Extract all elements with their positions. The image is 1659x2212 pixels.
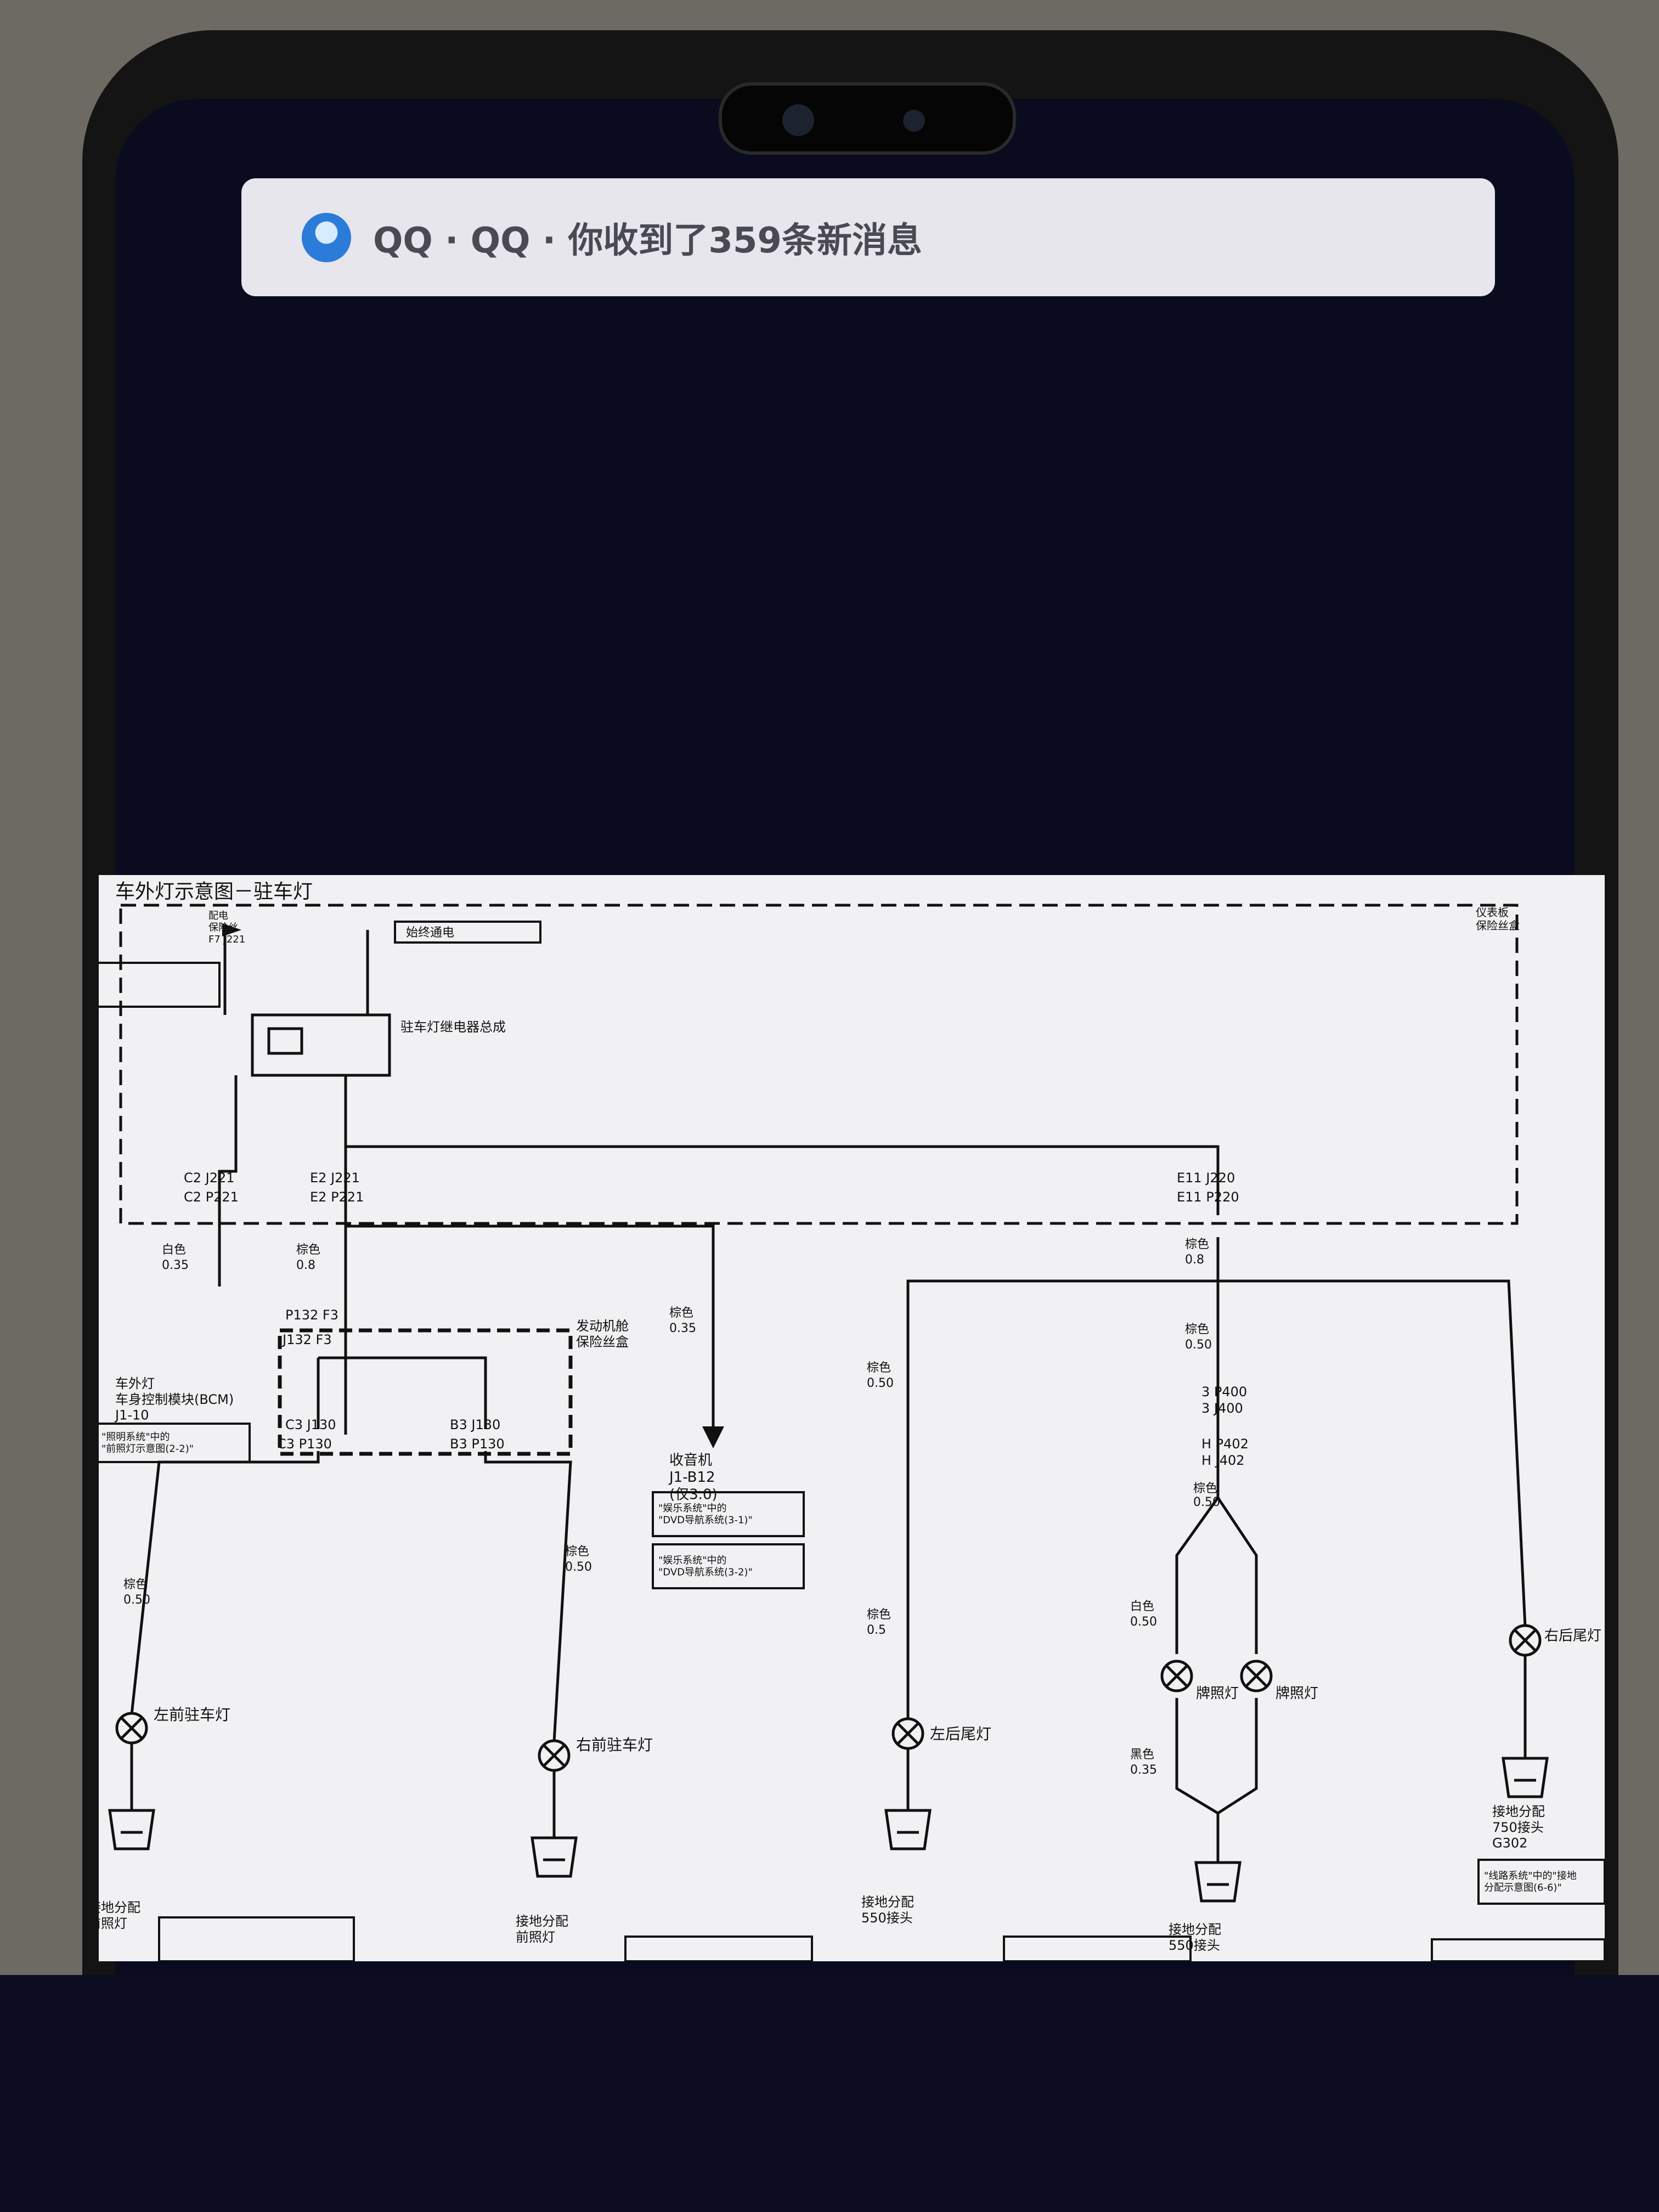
connector-c2-j221: C2 J221: [184, 1170, 235, 1186]
sensor-icon: [903, 110, 925, 132]
note-ground: "线路系统"中的"接地分配示意图(6-6)": [1484, 1870, 1577, 1894]
license-lamp-left-icon: [1160, 1660, 1193, 1692]
hot-in-run-label: 始终通电: [406, 926, 454, 940]
wire-label-6: 棕色: [867, 1608, 891, 1622]
wire-label-10: 棕色: [1193, 1482, 1217, 1496]
lf-park-label: 左前驻车灯: [154, 1706, 230, 1724]
relay-label: 驻车灯继电器总成: [400, 1019, 506, 1035]
license-lamp-left-label: 牌照灯: [1196, 1685, 1239, 1702]
engine-fuse-box-outline: [278, 1328, 573, 1456]
fuse-box-outline: [119, 904, 1519, 1225]
ground-icon-2: [531, 1836, 578, 1878]
wire-label-9: 棕色: [867, 1361, 891, 1375]
connector-h-j402: H J402: [1201, 1453, 1245, 1468]
wire-label-6-size: 0.5: [867, 1623, 886, 1637]
wire-label-8-size: 0.50: [1185, 1338, 1212, 1352]
ground-icon-3: [884, 1809, 932, 1850]
wire-label-5-size: 0.50: [565, 1560, 592, 1574]
rf-park-label: 右前驻车灯: [576, 1736, 653, 1754]
rr-tail-lamp-icon: [1509, 1624, 1542, 1657]
rf-park-lamp-icon: [538, 1739, 571, 1772]
wire-label-5: 棕色: [565, 1545, 589, 1559]
wire-label-1: 白色: [162, 1243, 186, 1257]
ground-label-1: 接地分配前照灯: [99, 1900, 140, 1931]
wire-label-3: 棕色: [669, 1306, 693, 1320]
bcm-label: 车外灯车身控制模块(BCM)J1-10: [114, 1376, 234, 1423]
notification-text: QQ · QQ · 你收到了359条新消息: [373, 220, 922, 261]
rr-tail-label: 右后尾灯: [1544, 1628, 1601, 1644]
connector-b3-p130: B3 P130: [450, 1436, 505, 1452]
wire-label-4: 棕色: [123, 1578, 148, 1592]
note-dvd-2: "娱乐系统"中的"DVD导航系统(3-2)": [658, 1555, 753, 1578]
qq-cloud-icon: [302, 212, 351, 262]
lf-park-lamp-icon: [115, 1712, 148, 1745]
wire-label-7: 棕色: [1185, 1238, 1209, 1251]
fuse-panel-label: 仪表板保险丝盒: [1476, 906, 1520, 932]
relay-box: [251, 1013, 391, 1077]
license-lamp-right-icon: [1240, 1660, 1273, 1692]
screen-bottom: [0, 1975, 1659, 2212]
connector-c2-p221: C2 P221: [184, 1189, 239, 1205]
wire-label-8: 棕色: [1185, 1323, 1209, 1336]
wire-label-11-size: 0.50: [1130, 1615, 1157, 1629]
connector-3-j400: 3 J400: [1201, 1401, 1243, 1416]
engine-fuse-label: 发动机舱保险丝盒: [576, 1318, 629, 1350]
diagram-title: 车外灯示意图－驻车灯: [115, 881, 313, 903]
camera-lens-icon: [782, 104, 814, 136]
wire-label-1-size: 0.35: [162, 1259, 189, 1272]
ground-icon-5: [1502, 1757, 1549, 1798]
wire-label-7-size: 0.8: [1185, 1253, 1204, 1267]
note-dvd-1: "娱乐系统"中的"DVD导航系统(3-1)": [658, 1503, 753, 1526]
connector-c3-j130: C3 J130: [285, 1417, 336, 1432]
wire-label-4-size: 0.50: [123, 1593, 150, 1607]
connector-e11-j220: E11 J220: [1177, 1170, 1235, 1186]
connector-j132-f3: J132 F3: [281, 1332, 332, 1347]
wire-label-11: 白色: [1130, 1600, 1154, 1613]
radio-arrow: [702, 1426, 724, 1448]
connector-p132-f3: P132 F3: [285, 1307, 338, 1323]
wire-label-2-size: 0.8: [296, 1259, 315, 1272]
wire-label-10-size: 0.50: [1193, 1496, 1220, 1509]
wire-label-12: 黑色: [1130, 1748, 1154, 1762]
connector-e2-p221: E2 P221: [310, 1189, 364, 1205]
ground-icon-4: [1194, 1861, 1242, 1903]
connector-3-p400: 3 P400: [1201, 1384, 1247, 1400]
connector-c3-p130: C3 P130: [277, 1436, 332, 1452]
connector-h-p402: H P402: [1201, 1436, 1249, 1452]
lr-tail-lamp-icon: [891, 1717, 924, 1750]
wire-label-2: 棕色: [296, 1243, 320, 1257]
note-headlamp: "照明系统"中的"前照灯示意图(2-2)": [101, 1431, 194, 1455]
license-lamp-right-label: 牌照灯: [1276, 1685, 1318, 1702]
camera-notch: [719, 82, 1016, 155]
wire-label-9-size: 0.50: [867, 1376, 894, 1390]
notification-banner[interactable]: QQ · QQ · 你收到了359条新消息: [241, 178, 1495, 296]
lr-tail-label: 左后尾灯: [930, 1725, 991, 1743]
wire-label-3-size: 0.35: [669, 1322, 696, 1335]
connector-e2-j221: E2 J221: [310, 1170, 360, 1186]
connector-b3-j130: B3 J130: [450, 1417, 500, 1432]
ground-label-2: 接地分配前照灯: [516, 1914, 568, 1945]
connector-e11-p220: E11 P220: [1177, 1189, 1239, 1205]
hot-in-run-box: [394, 921, 541, 944]
ground-icon-1: [108, 1809, 155, 1850]
wire-label-12-size: 0.35: [1130, 1763, 1157, 1777]
